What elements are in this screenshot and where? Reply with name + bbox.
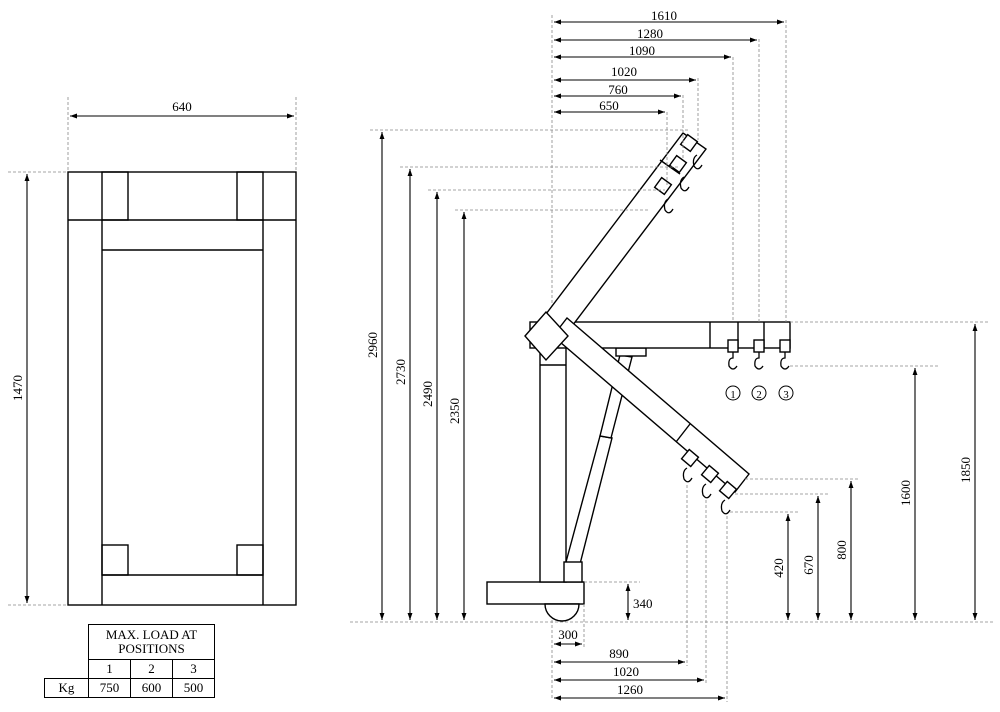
position-1-label: 1 bbox=[730, 389, 736, 401]
side-view: 1 2 3 1610 1280 1090 1020 760 650 bbox=[350, 8, 995, 702]
position-3-label: 3 bbox=[783, 389, 789, 401]
dim-760: 760 bbox=[608, 82, 628, 97]
top-dimensions: 1610 1280 1090 1020 760 650 bbox=[554, 8, 787, 322]
dim-300: 300 bbox=[558, 627, 578, 642]
lowered-boom bbox=[552, 316, 750, 515]
dim-890: 890 bbox=[609, 646, 629, 661]
height-2350: 2350 bbox=[447, 398, 462, 424]
height-670: 670 bbox=[801, 555, 816, 575]
load-value-3: 500 bbox=[172, 678, 215, 698]
position-markers: 1 2 3 bbox=[725, 385, 794, 401]
column-header-2: 2 bbox=[130, 659, 173, 679]
base-leg bbox=[486, 581, 585, 605]
max-load-table: MAX. LOAD AT POSITIONS 1 2 3 Kg 750 600 … bbox=[44, 624, 215, 698]
wheel bbox=[544, 603, 580, 622]
dim-1610: 1610 bbox=[651, 8, 677, 23]
width-label: 640 bbox=[172, 99, 192, 114]
column-header-1: 1 bbox=[88, 659, 131, 679]
right-height-dimensions: 1850 1600 800 670 420 bbox=[730, 321, 990, 620]
top-view: 640 1470 bbox=[8, 97, 297, 606]
bottom-dimensions: 300 890 1020 1260 bbox=[554, 485, 728, 702]
dim-1280: 1280 bbox=[637, 26, 663, 41]
dim-1020-bottom: 1020 bbox=[613, 664, 639, 679]
height-2490: 2490 bbox=[420, 381, 435, 407]
row-label: Kg bbox=[44, 678, 89, 698]
height-1600: 1600 bbox=[898, 480, 913, 506]
table-corner bbox=[45, 625, 89, 660]
length-label: 1470 bbox=[10, 375, 25, 401]
load-value-2: 600 bbox=[130, 678, 173, 698]
height-2730: 2730 bbox=[393, 359, 408, 385]
position-2-label: 2 bbox=[756, 389, 762, 401]
height-420: 420 bbox=[771, 558, 786, 578]
left-height-dimensions: 2960 2730 2490 2350 bbox=[365, 129, 690, 620]
column-header-3: 3 bbox=[172, 659, 215, 679]
dim-1260: 1260 bbox=[617, 682, 643, 697]
load-value-1: 750 bbox=[88, 678, 131, 698]
height-1850: 1850 bbox=[958, 457, 973, 483]
dim-1020: 1020 bbox=[611, 64, 637, 79]
table-header: MAX. LOAD AT POSITIONS bbox=[88, 624, 215, 660]
dim-650: 650 bbox=[599, 98, 619, 113]
dim-1090: 1090 bbox=[629, 43, 655, 58]
height-800: 800 bbox=[834, 540, 849, 560]
raised-boom bbox=[539, 132, 707, 339]
base-height-dimension: 340 bbox=[584, 581, 653, 620]
height-340: 340 bbox=[633, 596, 653, 611]
table-row: Kg 750 600 500 bbox=[44, 678, 215, 698]
pivot-joint bbox=[524, 310, 569, 362]
mast bbox=[539, 339, 567, 583]
height-2960: 2960 bbox=[365, 332, 380, 358]
